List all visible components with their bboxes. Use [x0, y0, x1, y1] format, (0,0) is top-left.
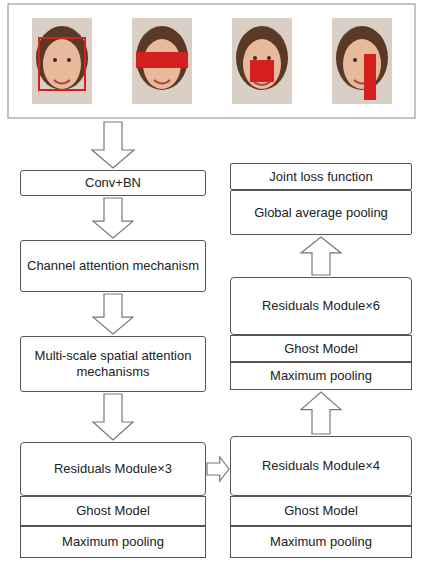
ghost-box: Ghost Model [20, 496, 206, 526]
conv-bn-box: Conv+BN [20, 170, 206, 196]
ghost-box: Ghost Model [230, 496, 412, 526]
text-stack: Channel attention mechanism [27, 258, 199, 274]
hair [336, 26, 388, 90]
residual-box: Residuals Module×3 [20, 442, 206, 496]
text-stack: Ghost Model [284, 503, 358, 519]
eye [67, 58, 71, 62]
face-image [132, 18, 192, 104]
occlusion-square [250, 60, 274, 82]
image-strip-frame [8, 4, 415, 118]
box-label: Multi-scale spatial attention mechanisms [27, 348, 199, 379]
box-label: Residuals Module×6 [262, 298, 380, 314]
box-label: Conv+BN [85, 175, 141, 191]
text-stack: Residuals Module×4 [262, 458, 380, 474]
residual-box: Residuals Module×6 [230, 277, 412, 335]
face-skin [43, 39, 81, 89]
face-skin [243, 39, 281, 89]
hollow-arrow [301, 237, 341, 275]
hollow-arrow [93, 198, 133, 238]
hair [36, 26, 88, 90]
pooling-box: Global average pooling [230, 190, 412, 235]
mouth [154, 80, 170, 84]
eye [253, 56, 257, 60]
hollow-arrow [301, 392, 341, 434]
text-stack: Joint loss function [269, 169, 372, 185]
box-label: Channel attention mechanism [27, 258, 199, 274]
box-label: Residuals Module×4 [262, 458, 380, 474]
mouth [254, 82, 270, 85]
box-label: Ghost Model [284, 341, 358, 357]
face-background [332, 18, 392, 104]
face-image [332, 18, 392, 104]
face-background [132, 18, 192, 104]
face-image [232, 18, 292, 104]
box-label: Residuals Module×3 [54, 461, 172, 477]
face-background [232, 18, 292, 104]
text-stack: Residuals Module×3 [54, 461, 172, 477]
hair [136, 26, 188, 90]
box-label: Maximum pooling [62, 534, 164, 550]
text-stack: Maximum pooling [270, 368, 372, 384]
face-background [32, 18, 92, 104]
text-stack: Maximum pooling [62, 534, 164, 550]
hollow-arrow [93, 294, 133, 334]
input-arrow [92, 122, 134, 168]
pooling-box: Maximum pooling [230, 526, 412, 558]
hollow-arrow [207, 457, 229, 481]
text-stack: Residuals Module×6 [262, 298, 380, 314]
box-label: Global average pooling [254, 205, 388, 221]
text-stack: Ghost Model [284, 341, 358, 357]
eye [267, 56, 271, 60]
text-stack: Multi-scale spatial attention mechanisms [27, 348, 199, 379]
box-label: Maximum pooling [270, 368, 372, 384]
occlusion-band [136, 52, 188, 68]
text-stack: Conv+BN [85, 175, 141, 191]
hollow-arrow [93, 394, 133, 440]
face-image [32, 18, 92, 104]
box-label: Maximum pooling [270, 534, 372, 550]
loss-box: Joint loss function [230, 163, 412, 190]
residual-box: Residuals Module×4 [230, 436, 412, 496]
eye [353, 58, 357, 62]
hair [236, 26, 288, 90]
text-stack: Global average pooling [254, 205, 388, 221]
text-stack: Ghost Model [76, 503, 150, 519]
ghost-box: Ghost Model [230, 335, 412, 362]
text-stack: Maximum pooling [270, 534, 372, 550]
face-detection-box [39, 38, 85, 90]
eye [53, 58, 57, 62]
pooling-box: Maximum pooling [20, 526, 206, 558]
box-label: Joint loss function [269, 169, 372, 185]
occlusion-bar [364, 54, 376, 100]
attention-box: Multi-scale spatial attention mechanisms [20, 336, 206, 392]
attention-box: Channel attention mechanism [20, 240, 206, 292]
pooling-box: Maximum pooling [230, 362, 412, 390]
box-label: Ghost Model [284, 503, 358, 519]
box-label: Ghost Model [76, 503, 150, 519]
mouth [54, 80, 70, 84]
